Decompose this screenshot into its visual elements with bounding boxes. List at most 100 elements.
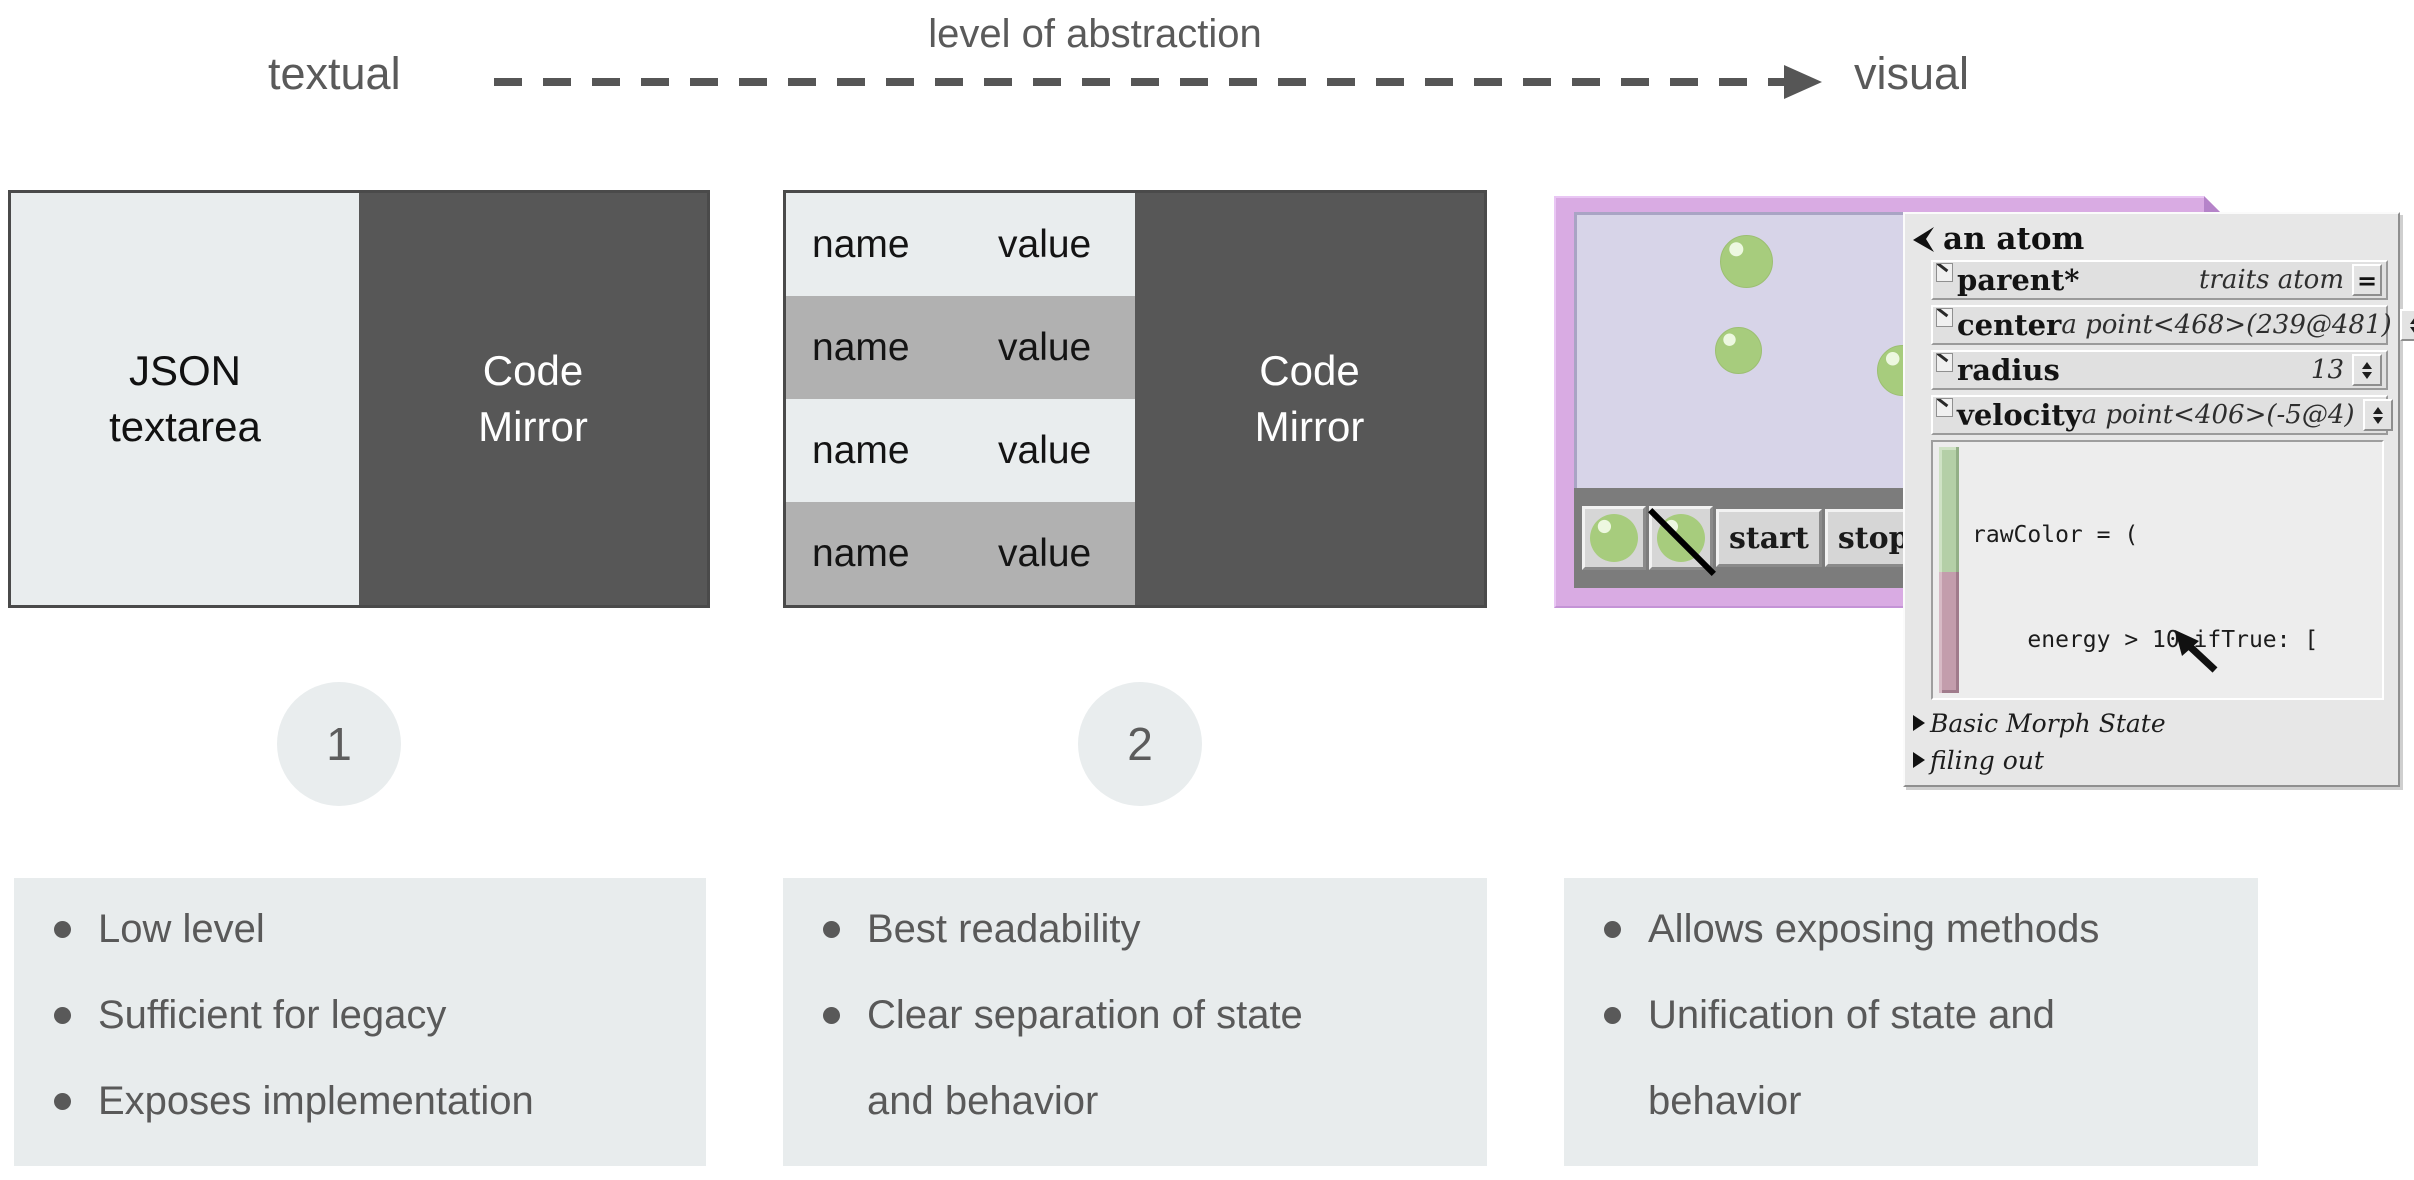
up-triangle [2362,361,2372,369]
codemirror-region: Code Mirror [1135,193,1484,605]
category-filing-out[interactable]: filing out [1913,745,2398,775]
attribute-row-center[interactable]: center a point<468>(239@481) [1931,305,2414,345]
attribute-value: a point<406>(-5@4) [2081,400,2355,430]
code-line: energy > 10 ifTrue: [ [1972,627,2319,653]
step-badge-2: 2 [1078,682,1202,806]
down-triangle [2372,416,2383,424]
code-text[interactable]: rawColor = ( energy > 10 ifTrue: [ paint… [1959,442,2318,698]
table-row: name value [786,502,1135,605]
axis-title: level of abstraction [928,12,1262,56]
atom-outliner-window: an atom parent* traits atom = center a p… [1903,212,2414,787]
fold-corner-icon[interactable] [1936,353,1953,372]
panel-json-textarea: JSON textarea Code Mirror [8,190,710,608]
row-value-cell: value [998,325,1092,369]
green-atom-icon [1590,514,1638,562]
start-button[interactable]: start [1716,509,1822,567]
row-value-cell: value [998,531,1092,575]
attribute-row-parent[interactable]: parent* traits atom = [1931,260,2388,300]
row-name-cell: name [812,428,910,472]
codemirror-label-line: Mirror [1254,403,1365,450]
step-number: 2 [1127,718,1153,770]
expander-triangle-icon[interactable] [1913,715,1925,731]
list-item: Unification of state and behavior [1598,972,2228,1144]
mouse-pointer-icon [2175,630,2218,673]
json-textarea-label-line: textarea [109,403,261,450]
bullet-text: behavior [1648,1079,1802,1123]
down-triangle [2362,371,2372,379]
bullet-dot-icon [54,1007,71,1024]
fold-corner-icon[interactable] [1936,308,1953,327]
json-textarea-label-line: JSON [128,347,241,394]
codemirror-label-line: Code [1259,347,1360,394]
atom-ball[interactable] [1720,235,1773,288]
codemirror-label-line: Mirror [478,403,588,450]
attribute-label: radius [1957,353,2060,387]
down-triangle [2409,326,2414,334]
up-triangle [2409,316,2414,324]
code-scrollbar[interactable] [1939,447,1959,693]
fold-corner-icon[interactable] [1936,398,1953,417]
bullet-dot-icon [823,921,840,938]
table-row: name value [786,296,1135,399]
category-label: Basic Morph State [1930,708,2166,738]
notes-card-visual: Allows exposing methods Unification of s… [1564,878,2258,1166]
bullet-text: Low level [98,907,265,951]
step-number: 1 [326,718,352,770]
add-atom-button[interactable] [1582,506,1646,570]
attribute-label: velocity [1957,398,2082,432]
list-item: Clear separation of state and behavior [817,972,1457,1144]
category-basic-morph-state[interactable]: Basic Morph State [1913,708,2398,738]
step-badge-1: 1 [277,682,401,806]
notes-card-textarea: Low level Sufficient for legacy Exposes … [14,878,706,1166]
remove-atom-button[interactable] [1649,506,1713,570]
updown-arrows-icon[interactable] [2352,354,2382,386]
bullet-text: Unification of state and [1648,993,2055,1037]
list-item: Sufficient for legacy [48,972,676,1058]
outliner-title: an atom [1943,221,2085,257]
attribute-value: 13 [2310,355,2344,385]
attribute-value: a point<468>(239@481) [2061,310,2392,340]
bullet-text: Allows exposing methods [1648,907,2100,951]
axis-label-visual: visual [1854,48,1970,99]
row-name-cell: name [812,531,910,575]
bullet-text: Exposes implementation [98,1079,534,1123]
bullet-dot-icon [1604,921,1621,938]
abstraction-axis-dashed-line [494,78,1786,86]
scrollbar-lower-segment[interactable] [1939,572,1959,693]
list-item: Low level [48,886,676,972]
codemirror-region: Code Mirror [359,193,707,605]
attribute-row-velocity[interactable]: velocity a point<406>(-5@4) [1931,395,2393,435]
scrollbar-upper-segment[interactable] [1939,447,1959,573]
codemirror-label-line: Code [482,347,584,394]
row-name-cell: name [812,222,910,266]
bullet-text: and behavior [867,1079,1099,1123]
list-item: Best readability [817,886,1457,972]
bullet-text: Sufficient for legacy [98,993,447,1037]
attribute-label: center [1957,308,2062,342]
bullet-dot-icon [54,921,71,938]
row-value-cell: value [998,222,1092,266]
row-value-cell: value [998,428,1092,472]
list-item: Allows exposing methods [1598,886,2228,972]
row-name-cell: name [812,325,910,369]
expander-triangle-icon[interactable] [1913,752,1925,768]
outliner-title-bar[interactable]: an atom [1911,221,2388,257]
pushpin-icon [1913,227,1934,252]
bullet-dot-icon [1604,1007,1621,1024]
category-label: filing out [1930,745,2044,775]
atom-ball[interactable] [1715,327,1762,374]
notes-card-table: Best readability Clear separation of sta… [783,878,1487,1166]
updown-arrows-icon[interactable] [2362,399,2393,431]
method-code-editor[interactable]: rawColor = ( energy > 10 ifTrue: [ paint… [1931,440,2384,700]
json-textarea-region: JSON textarea [11,193,359,605]
attribute-value: traits atom [2198,265,2344,295]
attribute-row-radius[interactable]: radius 13 [1931,350,2388,390]
fold-corner-icon[interactable] [1936,263,1953,282]
updown-arrows-icon[interactable] [2399,309,2414,341]
table-row: name value [786,193,1135,296]
code-line: rawColor = ( [1972,522,2139,548]
bullet-text: Clear separation of state [867,993,1303,1037]
attribute-label: parent* [1957,263,2080,297]
equals-button[interactable]: = [2352,264,2382,296]
